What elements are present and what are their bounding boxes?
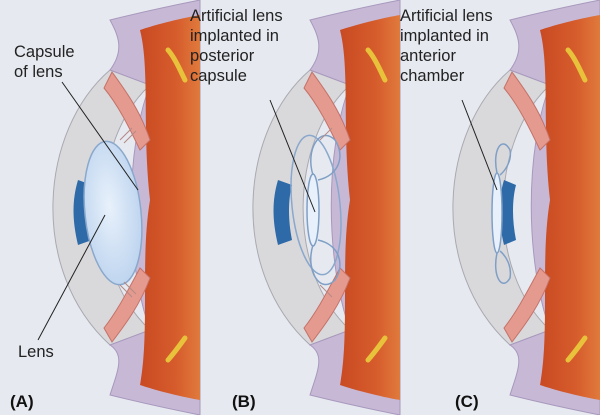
panel-letter-c: (C) — [455, 392, 479, 412]
label-lens: Lens — [18, 342, 54, 362]
label-line: posterior — [190, 46, 283, 66]
label-line: capsule — [190, 66, 283, 86]
label-line: Artificial lens — [400, 6, 493, 26]
panel-letter-b: (B) — [232, 392, 256, 412]
label-artificial-lens-anterior: Artificial lens implanted in anterior ch… — [400, 6, 493, 86]
retina — [540, 15, 600, 400]
artificial-lens — [492, 173, 502, 253]
panel-letter-a: (A) — [10, 392, 34, 412]
retina — [340, 15, 400, 400]
label-line: Capsule — [14, 42, 75, 62]
label-artificial-lens-posterior: Artificial lens implanted in posterior c… — [190, 6, 283, 86]
label-capsule-of-lens: Capsule of lens — [14, 42, 75, 82]
label-line: implanted in — [190, 26, 283, 46]
label-line: Artificial lens — [190, 6, 283, 26]
label-line: implanted in — [400, 26, 493, 46]
label-line: anterior — [400, 46, 493, 66]
label-line: of lens — [14, 62, 75, 82]
artificial-lens — [307, 174, 319, 246]
label-line: chamber — [400, 66, 493, 86]
